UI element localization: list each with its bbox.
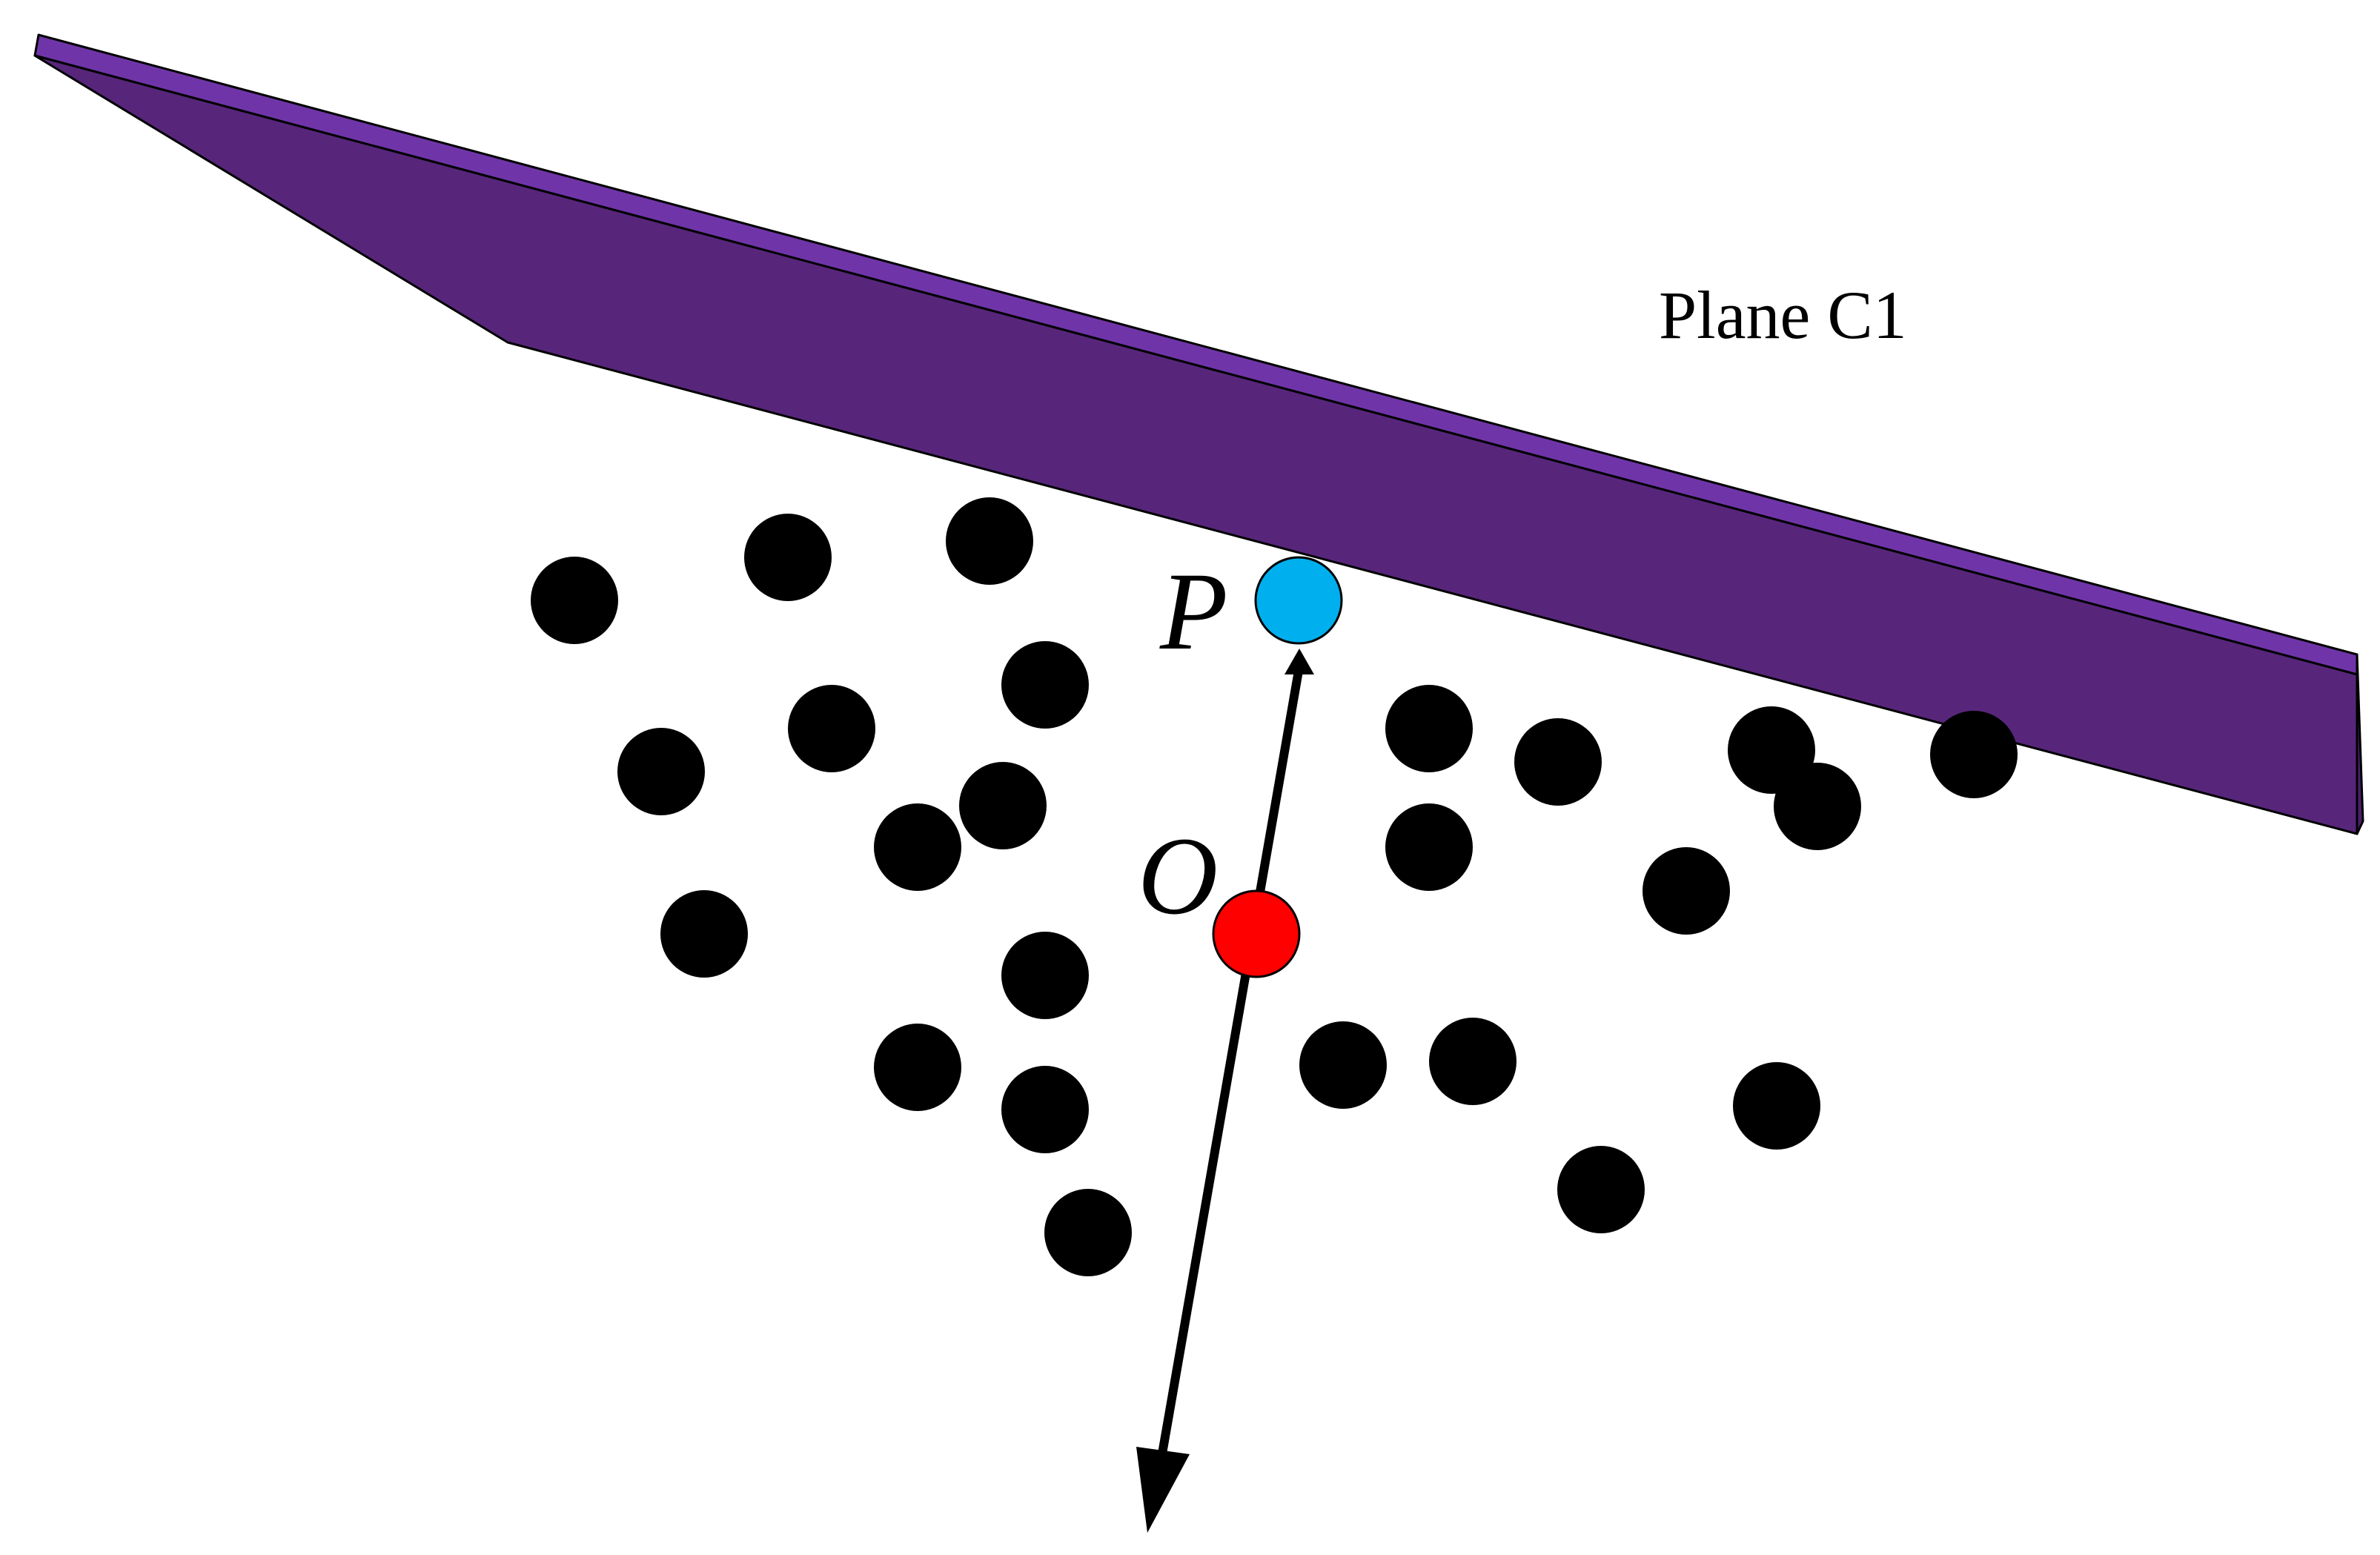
point-cloud-dot — [1001, 932, 1089, 1019]
point-cloud-dot — [959, 762, 1047, 849]
point-cloud-dot — [874, 1024, 961, 1111]
point-o-marker — [1212, 889, 1301, 978]
point-cloud-dot — [788, 685, 875, 772]
arrow-shaft — [1154, 666, 1303, 1479]
point-cloud-dot — [1044, 1189, 1132, 1276]
point-cloud-dot — [874, 803, 961, 891]
point-cloud — [531, 497, 2018, 1276]
point-cloud-dot — [1001, 641, 1089, 729]
point-cloud-dot — [1557, 1146, 1645, 1233]
point-cloud-dot — [617, 728, 705, 815]
point-cloud-dot — [1733, 1062, 1820, 1150]
arrow-head-down-icon — [1136, 1447, 1190, 1533]
point-cloud-dot — [1774, 763, 1861, 850]
point-cloud-dot — [1429, 1018, 1516, 1105]
point-cloud-dot — [744, 514, 832, 601]
plane-c1-front-face — [33, 54, 2359, 835]
point-o-label: O — [1138, 815, 1218, 938]
point-cloud-dot — [1385, 803, 1473, 891]
point-cloud-dot — [660, 890, 748, 978]
plane-c1 — [33, 33, 2364, 835]
point-cloud-dot — [531, 557, 618, 644]
point-cloud-dot — [1001, 1066, 1089, 1153]
arrow-head-up-icon — [1285, 649, 1314, 674]
point-cloud-dot — [1514, 718, 1602, 806]
normal-vector-arrow — [1136, 649, 1314, 1533]
point-cloud-dot — [946, 497, 1033, 585]
point-cloud-dot — [1299, 1021, 1387, 1109]
point-p-label: P — [1159, 550, 1228, 673]
point-cloud-dot — [1930, 711, 2018, 798]
point-cloud-dot — [1385, 685, 1473, 772]
point-p-marker — [1254, 556, 1343, 645]
point-cloud-dot — [1643, 847, 1730, 935]
plane-c1-side-face — [2356, 653, 2364, 835]
plane-c1-label: Plane C1 — [1659, 277, 1907, 353]
